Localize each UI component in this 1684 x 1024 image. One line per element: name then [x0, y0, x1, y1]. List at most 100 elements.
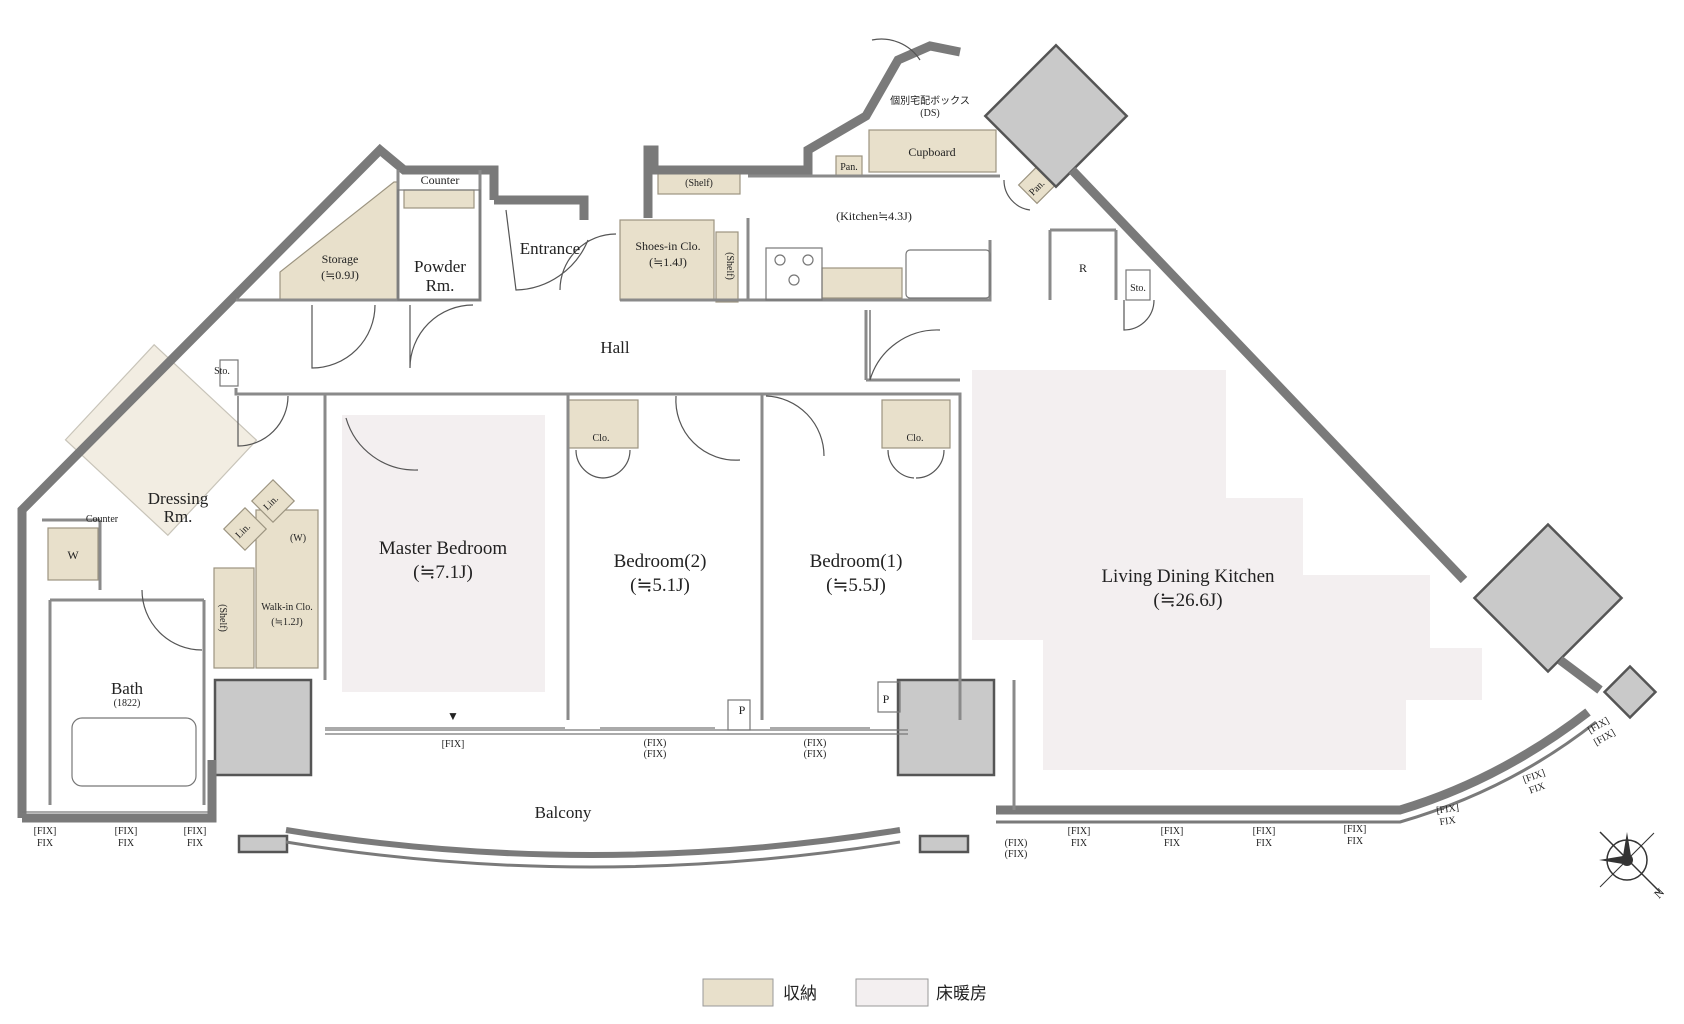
walkin-area: (≒1.2J): [271, 617, 302, 628]
closet-label-br1: Clo.: [907, 433, 924, 444]
fix-label: [FIX]: [1253, 826, 1276, 837]
walkin-label: Walk-in Clo.: [261, 602, 312, 613]
column-stub-2: [918, 834, 970, 854]
fix-label: [FIX]: [442, 739, 465, 750]
walkin-shelf-label: (Shelf): [217, 604, 228, 632]
structural-columns: [213, 43, 1658, 854]
interior-walls: [42, 170, 1151, 810]
dressing-label-1: Dressing: [148, 489, 209, 508]
fix-label: [FIX]: [1344, 824, 1367, 835]
washer-box: [47, 527, 99, 581]
ldk-label: Living Dining Kitchen: [1101, 566, 1275, 587]
heat-zone-master: [342, 415, 545, 692]
dressing-counter: [64, 343, 258, 537]
pantry-label-1: Pan.: [840, 162, 858, 173]
exterior-walls: [17, 41, 1603, 869]
fix-label: FIX: [1256, 838, 1273, 849]
fix-label: FIX: [1071, 838, 1088, 849]
compass-axis-2: [1599, 832, 1655, 888]
bedroom2-label: Bedroom(2): [614, 551, 707, 572]
column-top-right: [983, 43, 1129, 189]
powder-label-1: Powder: [414, 257, 466, 276]
fix-label: FIX: [1528, 780, 1548, 796]
fix-label: (FIX): [644, 738, 667, 749]
legend-heating-label: 床暖房: [936, 984, 987, 1003]
washer-label: W: [67, 548, 79, 562]
floor-heating-zones: [342, 370, 1482, 770]
legend-storage-swatch: [702, 978, 774, 1007]
shoes-area: (≒1.4J): [649, 255, 687, 269]
fix-label: [FIX]: [1436, 802, 1460, 816]
fix-label: [FIX]: [1068, 826, 1091, 837]
fix-label: [FIX]: [1161, 826, 1184, 837]
pipe-label-2: P: [883, 692, 890, 706]
fix-label: FIX: [1439, 815, 1457, 828]
shelf-label-side: (Shelf): [724, 252, 735, 280]
closet-bedroom1: [881, 399, 951, 449]
sto-label-kitchen: Sto.: [1130, 283, 1146, 294]
fix-label: (FIX): [644, 749, 667, 760]
column-bottom-left: [213, 678, 313, 777]
closet-label-br2: Clo.: [593, 433, 610, 444]
fix-label: [FIX]: [184, 826, 207, 837]
powder-label-2: Rm.: [426, 276, 455, 295]
storage-area: (≒0.9J): [321, 268, 359, 282]
fix-label: [FIX]: [34, 826, 57, 837]
cupboard: [868, 129, 997, 173]
storage-closet: [279, 181, 399, 301]
entry-arrow: ▼: [447, 709, 459, 723]
master-bedroom-label: Master Bedroom: [379, 538, 507, 559]
kitchen-counter: [821, 267, 903, 299]
bedroom1-area: (≒5.5J): [826, 575, 886, 596]
fix-label: FIX: [37, 838, 54, 849]
dressing-label-2: Rm.: [164, 507, 193, 526]
kitchen-label: (Kitchen≒4.3J): [836, 209, 912, 223]
fridge-label: R: [1079, 261, 1087, 275]
column-bottom-mid: [896, 678, 996, 777]
linen-1: [222, 506, 268, 552]
linen-2: [250, 478, 296, 524]
fix-label: FIX: [1347, 836, 1364, 847]
legend-heating-swatch: [855, 978, 929, 1007]
walkin-shelf: [213, 567, 255, 669]
w-small-label: (W): [290, 533, 306, 544]
pipe-label-1: P: [739, 703, 746, 717]
fix-label: FIX: [1164, 838, 1181, 849]
fix-label: FIX: [187, 838, 204, 849]
doors: [141, 38, 1155, 651]
shoes-label: Shoes-in Clo.: [635, 239, 700, 253]
counter-label-left: Counter: [86, 514, 119, 525]
shelf-side: [715, 231, 739, 303]
legend: 収納 床暖房: [702, 978, 987, 1007]
legend-storage-label: 収納: [783, 984, 817, 1003]
column-small-right: [1602, 664, 1658, 720]
compass-needle: [1623, 832, 1631, 860]
fix-label: (FIX): [1005, 849, 1028, 860]
bath-label: Bath: [111, 679, 144, 698]
bedroom2-area: (≒5.1J): [630, 575, 690, 596]
compass-needle-cross: [1599, 856, 1627, 864]
fix-label: FIX: [118, 838, 135, 849]
compass: N: [1599, 831, 1667, 901]
ds-label-2: (DS): [920, 108, 939, 119]
hall-label: Hall: [600, 338, 630, 357]
walkin-closet: [255, 509, 319, 669]
compass-axis: [1599, 831, 1661, 893]
entrance-label: Entrance: [520, 239, 580, 258]
cupboard-label: Cupboard: [908, 145, 955, 159]
column-right: [1472, 522, 1624, 674]
ds-label-1: 個別宅配ボックス: [890, 94, 970, 107]
fix-label: (FIX): [804, 738, 827, 749]
compass-north-label: N: [1651, 885, 1667, 901]
bath-size: (1822): [114, 698, 141, 709]
balcony-label: Balcony: [535, 803, 592, 822]
window-sills: [22, 727, 870, 813]
master-bedroom-area: (≒7.1J): [413, 562, 473, 583]
fix-label: (FIX): [804, 749, 827, 760]
bedroom1-label: Bedroom(1): [810, 551, 903, 572]
storage-label: Storage: [322, 252, 359, 266]
room-labels: Storage (≒0.9J) Counter Powder Rm. Entra…: [67, 94, 1275, 822]
window-labels: [FIX] (FIX) (FIX) (FIX) (FIX) [FIX] FIX …: [34, 715, 1618, 860]
sto-label-hall: Sto.: [214, 366, 230, 377]
